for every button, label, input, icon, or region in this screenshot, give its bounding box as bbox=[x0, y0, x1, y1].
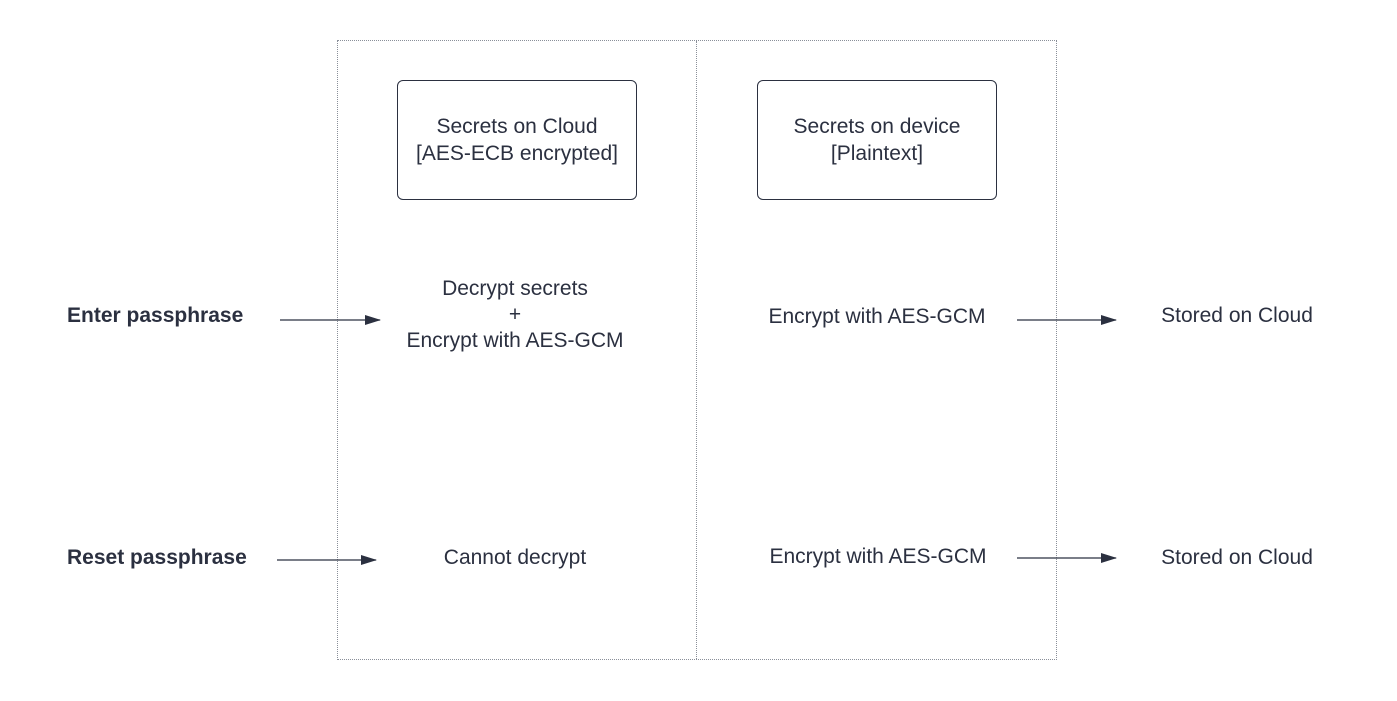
diagram-frame bbox=[337, 40, 1057, 660]
cloud-secrets-box: Secrets on Cloud [AES-ECB encrypted] bbox=[397, 80, 637, 200]
reset-cloud-action: Cannot decrypt bbox=[443, 546, 587, 569]
device-secrets-title: Secrets on device bbox=[793, 115, 961, 138]
reset-passphrase-label: Reset passphrase bbox=[67, 546, 247, 569]
device-secrets-subtitle: [Plaintext] bbox=[830, 142, 924, 165]
enter-cloud-line2: + bbox=[508, 303, 522, 326]
enter-cloud-action: Decrypt secrets + Encrypt with AES-GCM bbox=[397, 276, 633, 354]
device-secrets-box: Secrets on device [Plaintext] bbox=[757, 80, 997, 200]
enter-result: Stored on Cloud bbox=[1161, 304, 1313, 327]
enter-cloud-line1: Decrypt secrets bbox=[442, 277, 588, 300]
reset-result: Stored on Cloud bbox=[1161, 546, 1313, 569]
enter-passphrase-label: Enter passphrase bbox=[67, 304, 244, 327]
cloud-secrets-subtitle: [AES-ECB encrypted] bbox=[416, 142, 618, 165]
column-divider bbox=[696, 41, 697, 659]
enter-cloud-line3: Encrypt with AES-GCM bbox=[406, 329, 624, 352]
cloud-secrets-title: Secrets on Cloud bbox=[436, 115, 598, 138]
enter-device-action: Encrypt with AES-GCM bbox=[768, 305, 986, 328]
reset-device-action: Encrypt with AES-GCM bbox=[769, 545, 987, 568]
